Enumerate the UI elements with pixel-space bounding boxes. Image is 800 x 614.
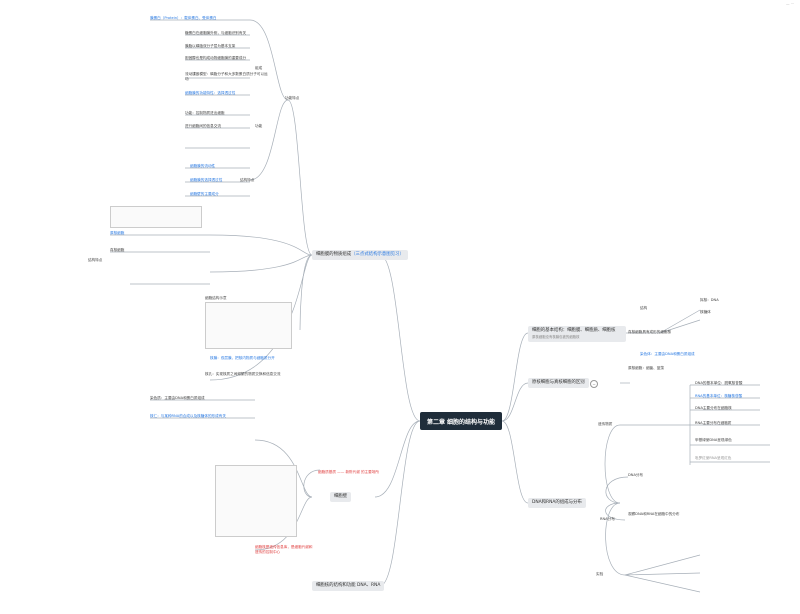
branch-membrane-link[interactable]: （三点式结构示意图见习） [351, 252, 404, 257]
system-note: 细胞质基质 —— 新陈代谢 的主要场所 [318, 470, 379, 475]
diagram-title: 细胞结构示意 [205, 296, 227, 300]
bottom-2[interactable]: 染色质：主要由DNA和蛋白质组成 [150, 396, 205, 400]
r-item-9[interactable]: 甲基绿使DNA呈现绿色 [695, 438, 732, 442]
r-item-1[interactable]: 核糖体 [700, 310, 711, 314]
r-label-structure: 结构 [640, 306, 648, 310]
bottom-1[interactable]: 核孔：实现核质之间频繁的物质交换和信息交流 [205, 372, 281, 376]
label-feature: 功能特点 [285, 96, 300, 100]
leaf-6[interactable]: 功能：控制物质进出细胞 [185, 111, 225, 115]
r-item-11[interactable]: 观察DNA和RNA在细胞中的分布 [628, 512, 680, 516]
r-item-2[interactable]: 真核细胞具有成形的细胞核 [628, 330, 672, 334]
leaf-7[interactable]: 进行细胞间的信息交流 [185, 124, 221, 128]
system-note-text: 细胞质基质 —— 新陈代谢 的主要场所 [318, 470, 379, 474]
branch-walls[interactable]: 细胞壁 [330, 492, 352, 502]
cells-table [110, 206, 202, 228]
leaf-3[interactable]: 胆固醇也是构成动物细胞膜的重要成分 [185, 56, 247, 60]
label-structure: 结构特点 [240, 178, 255, 182]
cell-extra-label: 结构特点 [88, 258, 103, 262]
bottom-3[interactable]: 核仁：与某种RNA的合成以及核糖体的形成有关 [150, 414, 226, 418]
cell-prokaryote[interactable]: 原核细胞 [110, 231, 125, 235]
branch-nucleus[interactable]: 细胞核的结构和功能 DNA、RNA [312, 581, 385, 591]
branch-membrane[interactable]: 细胞膜的物质组成（三点式结构示意图见习） [312, 250, 408, 260]
window-controls[interactable]: — ⋯ [786, 2, 795, 6]
cell-eukaryote[interactable]: 真核细胞 [110, 248, 125, 252]
leaf-4[interactable]: 流动镶嵌模型：磷脂分子和大多数蛋白质分子可以运动 [185, 72, 268, 81]
root-node[interactable]: 第二章 细胞的结构与功能 [420, 412, 502, 430]
leaf-1[interactable]: 糖蛋白在细胞膜外侧，与细胞识别有关 [185, 31, 247, 35]
branch-dna-rna[interactable]: DNA和RNA的组成与分布 [528, 498, 586, 508]
r-label-genetic: 遗传物质 [598, 422, 613, 426]
r-item-8[interactable]: RNA主要分布在细胞质 [695, 421, 732, 425]
branch-basic-structure[interactable]: 细胞的基本结构：细胞膜、细胞质、细胞核 原核细胞没有核膜包被的细胞核 [528, 326, 626, 342]
mid-2[interactable]: 细胞壁的主要成分 [190, 192, 219, 196]
mid-1[interactable]: 细胞膜的选择透过性 [190, 178, 223, 182]
branch-basic-structure-label: 细胞的基本结构：细胞膜、细胞质、细胞核 [532, 328, 616, 333]
r-item-6[interactable]: RNA的基本单位：核糖核苷酸 [695, 394, 743, 398]
branch-basic-structure-sub: 原核细胞没有核膜包被的细胞核 [532, 335, 580, 339]
leaf-2[interactable]: 膜脂以磷脂双分子层为基本支架 [185, 44, 236, 48]
branch-nucleus-sub: DNA、RNA [356, 583, 381, 588]
label-function: 功能 [255, 124, 263, 128]
branch-membrane-label: 细胞膜的物质组成 [316, 252, 352, 257]
leaf-5[interactable]: 细胞膜的功能特性：选择透过性 [185, 91, 236, 95]
r-item-0[interactable]: 拟核：DNA [700, 298, 719, 302]
leaf-0[interactable]: 膜蛋白（Protein）：载体蛋白、受体蛋白 [150, 16, 217, 20]
r-label-dna: DNA分布 [628, 473, 644, 477]
r-item-7[interactable]: DNA主要分布在细胞核 [695, 406, 732, 410]
footer-note: 细胞核是遗传信息库，是细胞代谢和遗传的控制中心 [255, 545, 313, 554]
branch-nucleus-label: 细胞核的结构和功能 [316, 583, 356, 588]
r-item-10[interactable]: 吡罗红使RNA呈现红色 [695, 456, 732, 460]
branch-difference[interactable]: 原核细胞与真核细胞的区别 [528, 378, 589, 388]
bottom-0[interactable]: 核膜：双层膜，把核内物质与细胞质分开 [210, 356, 275, 360]
r-label-exp: 实验 [596, 572, 604, 576]
r-label-rna: RNA分布 [600, 517, 615, 521]
r-item-5[interactable]: DNA的基本单位：脱氧核苷酸 [695, 381, 743, 385]
r-item-3[interactable]: 染色体：主要由DNA和蛋白质组成 [640, 352, 695, 356]
r-item-4[interactable]: 原核细胞：细菌、蓝藻 [628, 366, 664, 370]
collapse-icon[interactable]: − [590, 380, 598, 388]
label-composition: 组成 [255, 66, 263, 70]
organelle-diagram [215, 465, 297, 537]
cell-diagram-image [205, 302, 292, 349]
mid-0[interactable]: 细胞膜的流动性 [190, 164, 216, 168]
